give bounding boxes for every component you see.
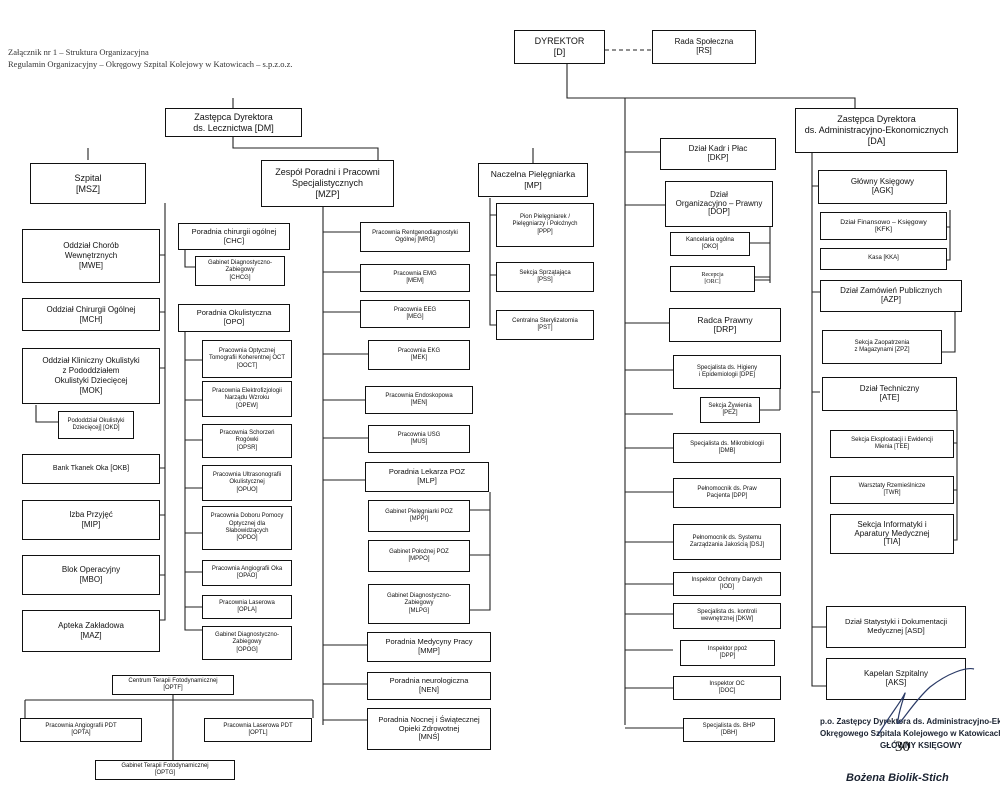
unit-dkp: Dział Kadr i Płac [DKP]	[660, 138, 776, 170]
nursing-unit-pst: Centralna Sterylizatornia [PST]	[496, 310, 594, 340]
ophthalmo-sub-opew: Pracownia Elektrofizjologii Narządu Wzro…	[202, 381, 292, 417]
stamp-line-2: Okręgowego Szpitala Kolejowego w Katowic…	[820, 729, 1000, 738]
signature-stamp: p.o. Zastępcy Dyrektora ds. Administracy…	[820, 716, 1000, 752]
clinic-surgery-box: Poradnia chirurgii ogólnej [CHC]	[178, 223, 290, 250]
stamp-line-1: p.o. Zastępcy Dyrektora ds. Administracy…	[820, 717, 1000, 726]
unit-doc: Inspektor OC [DOC]	[673, 676, 781, 700]
unit-twr: Warsztaty Rzemieślnicze [TWR]	[830, 476, 954, 504]
unit-drp: Radca Prawny [DRP]	[669, 308, 781, 342]
unit-dpp-patient: Pełnomocnik ds. Praw Pacjenta [DPP]	[673, 478, 781, 508]
unit-iod: Inspektor Ochrony Danych [IOD]	[673, 572, 781, 596]
pdt-center-box: Centrum Terapii Fotodynamicznej [OPTF]	[112, 675, 234, 695]
clinic-surgery-sub-box: Gabinet Diagnostyczno- Zabiegowy [CHCG]	[195, 256, 285, 286]
director-box: DYREKTOR [D]	[514, 30, 605, 64]
unit-dop: Dział Organizacyjno – Prawny [DOP]	[665, 181, 773, 227]
unit-dpe: Specjalista ds. Higieny i Epidemiologii …	[673, 355, 781, 389]
header-line-1: Załącznik nr 1 – Struktura Organizacyjna	[8, 47, 149, 57]
clinics-head-box: Zespół Poradni i Pracowni Specjalistyczn…	[261, 160, 394, 207]
ophthalmo-sub-opsr: Pracownia Schorzeń Rogówki [OPSR]	[202, 424, 292, 458]
unit-pez: Sekcja Żywienia [PEŻ]	[700, 397, 760, 423]
ophthalmo-sub-opog: Gabinet Diagnostyczno- Zabiegowy [OPOG]	[202, 626, 292, 660]
unit-agk: Główny Księgowy [AGK]	[818, 170, 947, 204]
deputy-admin-box: Zastępca Dyrektora ds. Administracyjno-E…	[795, 108, 958, 153]
unit-orc: Recepcja [ORC]	[670, 266, 755, 292]
nursing-head-box: Naczelna Pielęgniarka [MP]	[478, 163, 588, 197]
unit-dbh: Specjalista ds. BHP [DBH]	[683, 718, 775, 742]
stamp-line-3: GŁÓWNY KSIĘGOWY	[880, 741, 963, 750]
unit-tia: Sekcja Informatyki i Aparatury Medycznej…	[830, 514, 954, 554]
unit-kka: Kasa [KKA]	[820, 248, 947, 270]
signer-name: Bożena Biolik-Stich	[846, 772, 949, 784]
clinic-mmp-box: Poradnia Medycyny Pracy [MMP]	[367, 632, 491, 662]
unit-dkw: Specjalista ds. kontroli wewnętrznej [DK…	[673, 603, 781, 629]
lab-mem: Pracownia EMG [MEM]	[360, 264, 470, 292]
clinic-ophthalmo-box: Poradnia Okulistyczna [OPO]	[178, 304, 290, 332]
hospital-unit-mip: Izba Przyjęć [MIP]	[22, 500, 160, 540]
lab-mek: Pracownia EKG [MEK]	[368, 340, 470, 370]
nursing-unit-pss: Sekcja Sprzątająca [PSS]	[496, 262, 594, 292]
council-box: Rada Społeczna [RS]	[652, 30, 756, 64]
clinic-poz-box: Poradnia Lekarza POZ [MLP]	[365, 462, 489, 492]
pdt-sub-opta: Pracownia Angiografii PDT [OPTA]	[20, 718, 142, 742]
hospital-unit-okb: Bank Tkanek Oka [OKB]	[22, 454, 160, 484]
unit-azp: Dział Zamówień Publicznych [AZP]	[820, 280, 962, 312]
pdt-sub-optl: Pracownia Laserowa PDT [OPTL]	[204, 718, 312, 742]
unit-dsj: Pełnomocnik ds. Systemu Zarządzania Jako…	[673, 524, 781, 560]
unit-zpz: Sekcja Zaopatrzenia z Magazynami [ZPZ]	[822, 330, 942, 364]
lab-meg: Pracownia EEG [MEG]	[360, 300, 470, 328]
nursing-unit-ppp: Pion Pielęgniarek / Pielęgniarzy i Położ…	[496, 203, 594, 247]
hospital-unit-maz: Apteka Zakładowa [MAZ]	[22, 610, 160, 652]
ophthalmo-sub-ooct: Pracownia Optycznej Tomografii Koherentn…	[202, 340, 292, 378]
unit-tee: Sekcja Eksploatacji i Ewidencji Mienia […	[830, 430, 954, 458]
hospital-unit-mch: Oddział Chirurgii Ogólnej [MCH]	[22, 298, 160, 331]
poz-sub-mppi: Gabinet Pielęgniarki POZ [MPPI]	[368, 500, 470, 532]
clinic-nen-box: Poradnia neurologiczna [NEN]	[367, 672, 491, 700]
unit-ate: Dział Techniczny [ATE]	[822, 377, 957, 411]
deputy-medical-box: Zastępca Dyrektora ds. Lecznictwa [DM]	[165, 108, 302, 137]
lab-mus: Pracownia USG [MUS]	[368, 425, 470, 453]
ophthalmo-sub-opao: Pracownia Angiografii Oka [OPAO]	[202, 560, 292, 586]
hospital-unit-mwe: Oddział Chorób Wewnętrznych [MWE]	[22, 229, 160, 283]
hospital-unit-mok: Oddział Kliniczny Okulistyki z Pododdzia…	[22, 348, 160, 404]
unit-kfk: Dział Finansowo – Księgowy [KFK]	[820, 212, 947, 240]
handwritten-signature	[877, 668, 975, 736]
hospital-unit-okd: Pododdział Okulistyki Dziecięcej] [OKD]	[58, 411, 134, 439]
lab-mro: Pracownia Rentgenodiagnostyki Ogólnej [M…	[360, 222, 470, 252]
unit-oko: Kancelaria ogólna [OKO]	[670, 232, 750, 256]
pdt-sub-optg: Gabinet Terapii Fotodynamicznej [OPTG]	[95, 760, 235, 780]
ophthalmo-sub-opdo: Pracownia Doboru Pomocy Optycznej dla Sł…	[202, 506, 292, 550]
ophthalmo-sub-opla: Pracownia Laserowa [OPLA]	[202, 595, 292, 619]
poz-sub-mlpg: Gabinet Diagnostyczno- Zabiegowy [MLPG]	[368, 584, 470, 624]
hospital-unit-mbo: Blok Operacyjny [MBO]	[22, 555, 160, 595]
unit-asd: Dział Statystyki i Dokumentacji Medyczne…	[826, 606, 966, 648]
page-number: 30	[895, 739, 910, 755]
header-line-2: Regulamin Organizacyjny – Okręgowy Szpit…	[8, 59, 293, 69]
lab-men: Pracownia Endoskopowa [MEN]	[365, 386, 473, 414]
unit-dmb: Specjalista ds. Mikrobiologii [DMB]	[673, 433, 781, 463]
clinic-mns-box: Poradnia Nocnej i Świątecznej Opieki Zdr…	[367, 708, 491, 750]
ophthalmo-sub-opuo: Pracownia Ultrasonografii Okulistycznej …	[202, 465, 292, 501]
unit-dpp-fire: Inspektor ppoż [DPP]	[680, 640, 775, 666]
poz-sub-mppo: Gabinet Położnej POZ [MPPO]	[368, 540, 470, 572]
hospital-head-box: Szpital [MSZ]	[30, 163, 146, 204]
